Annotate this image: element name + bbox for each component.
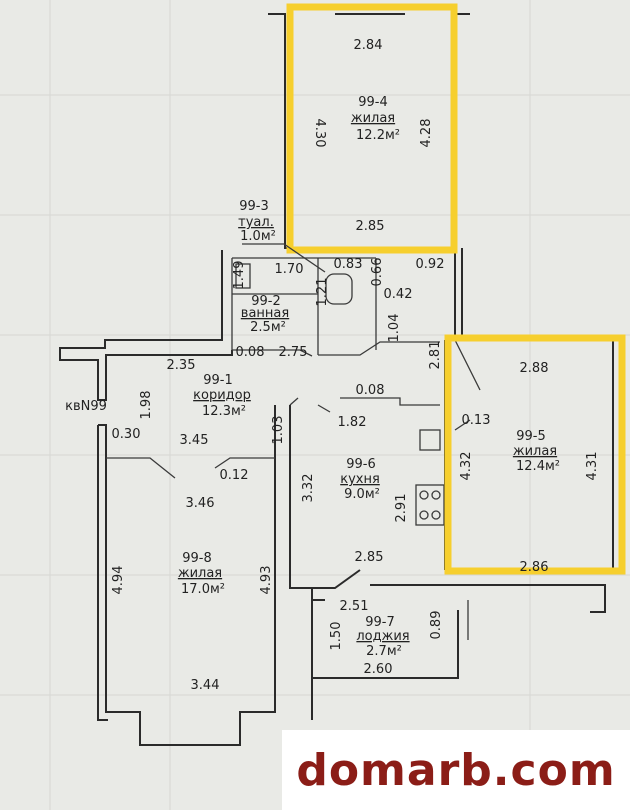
room-99-6-id: 99-6 — [346, 457, 376, 472]
watermark: domarb.com — [282, 730, 630, 810]
room-99-4-type: жилая — [351, 111, 395, 126]
dim-bath-bottom-b: 2.75 — [279, 345, 308, 360]
room-99-5-dim-right: 4.31 — [585, 452, 600, 481]
room-99-5-area: 12.4м² — [516, 459, 560, 474]
room-99-4-area: 12.2м² — [356, 128, 400, 143]
room-99-1: 2.35 1.98 квN99 0.30 99-1 коридор 12.3м²… — [65, 358, 286, 511]
room-99-2-type: ванная — [241, 306, 289, 321]
room-99-7-area: 2.7м² — [366, 644, 402, 659]
room-99-7-type: лоджия — [356, 629, 409, 644]
apartment-label: квN99 — [65, 399, 107, 414]
dim-corridor-left: 1.98 — [139, 391, 154, 420]
room-99-8-area: 17.0м² — [181, 582, 225, 597]
room-99-2-area: 2.5м² — [250, 320, 286, 335]
room-99-5-dim-top: 2.88 — [520, 361, 549, 376]
room-99-4-dim-left: 4.30 — [312, 119, 327, 148]
room-99-1-area: 12.3м² — [202, 404, 246, 419]
dim-corridor-niche: 0.30 — [112, 427, 141, 442]
dim-bath-right: 1.04 — [387, 314, 402, 343]
dim-bath-gap: 0.42 — [384, 287, 413, 302]
dim-toilet-width: 0.83 — [334, 257, 363, 272]
highlight-room-99-4 — [286, 3, 458, 254]
dim-room5-outer-left: 2.81 — [428, 341, 443, 370]
dim-corridor-step: 0.12 — [220, 468, 249, 483]
room-99-6-type: кухня — [340, 472, 380, 487]
room-99-5-type: жилая — [513, 444, 557, 459]
highlight-room-99-5 — [444, 334, 626, 575]
watermark-text: domarb.com — [296, 744, 616, 796]
room-99-3-id: 99-3 — [239, 199, 269, 214]
room-99-6-area: 9.0м² — [344, 487, 380, 502]
dim-bath-shaft: 1.21 — [315, 278, 330, 307]
room-99-8-type: жилая — [178, 566, 222, 581]
room-99-4-id: 99-4 — [358, 95, 388, 110]
dim-corridor-lower: 3.46 — [186, 496, 215, 511]
room-99-6: 0.08 1.82 0.13 99-6 кухня 9.0м² 3.32 2.9… — [301, 383, 490, 565]
room-99-8-dim-right: 4.93 — [259, 566, 274, 595]
room-99-3-area: 1.0м² — [240, 229, 276, 244]
room-99-2-id: 99-2 — [251, 294, 281, 309]
dim-kitchen-top-b: 1.82 — [338, 415, 367, 430]
room-99-7-dim-bottom: 2.60 — [364, 662, 393, 677]
room-99-7: 2.51 1.50 0.89 99-7 лоджия 2.7м² 2.60 — [329, 599, 444, 677]
dim-kitchen-left: 3.32 — [301, 474, 316, 503]
room-99-3-type: туал. — [238, 215, 274, 230]
room-99-4-dim-top: 2.84 — [354, 38, 383, 53]
room-99-7-dim-top: 2.51 — [340, 599, 369, 614]
dim-kitchen-bottom: 2.85 — [355, 550, 384, 565]
dim-kitchen-top-a: 0.08 — [356, 383, 385, 398]
room-99-7-dim-right: 0.89 — [429, 611, 444, 640]
dim-kitchen-stove: 2.91 — [394, 494, 409, 523]
room-99-7-dim-left: 1.50 — [329, 622, 344, 651]
room-99-8: 99-8 жилая 17.0м² 4.94 4.93 3.44 — [111, 551, 274, 693]
room-99-5-dim-bottom: 2.86 — [520, 560, 549, 575]
room-99-7-id: 99-7 — [365, 615, 395, 630]
room-99-5: 2.88 4.32 4.31 2.86 99-5 жилая 12.4м² — [459, 361, 600, 575]
room-99-8-dim-left: 4.94 — [111, 566, 126, 595]
dim-corridor-right: 1.03 — [271, 416, 286, 445]
room-99-8-dim-bottom: 3.44 — [191, 678, 220, 693]
dim-kitchen-gap: 0.13 — [462, 413, 491, 428]
dim-bath-height: 1.49 — [232, 261, 247, 290]
room-99-2: 99-2 ванная 2.5м² — [241, 294, 289, 335]
dim-bath-bottom-a: 0.08 — [236, 345, 265, 360]
dim-shaft-width: 0.66 — [370, 258, 385, 287]
room-99-3: 99-3 туал. 1.0м² — [238, 199, 326, 273]
dim-toilet-top: 1.70 — [275, 262, 304, 277]
room-99-8-id: 99-8 — [182, 551, 212, 566]
room-99-5-id: 99-5 — [516, 429, 546, 444]
room-99-1-id: 99-1 — [203, 373, 233, 388]
walls — [59, 13, 614, 746]
room-99-1-type: коридор — [193, 388, 251, 403]
room-99-4-dim-right: 4.28 — [419, 119, 434, 148]
room-99-4: 2.84 4.30 4.28 2.85 99-4 жилая 12.2м² — [312, 38, 434, 234]
dim-shaft-right: 0.92 — [416, 257, 445, 272]
room-99-4-dim-bottom: 2.85 — [356, 219, 385, 234]
dim-corridor-top: 2.35 — [167, 358, 196, 373]
dim-corridor-mid: 3.45 — [180, 433, 209, 448]
room-99-5-dim-left: 4.32 — [459, 452, 474, 481]
upper-block-dims: 1.70 0.83 0.66 0.92 1.49 1.21 0.42 1.04 … — [232, 257, 444, 369]
